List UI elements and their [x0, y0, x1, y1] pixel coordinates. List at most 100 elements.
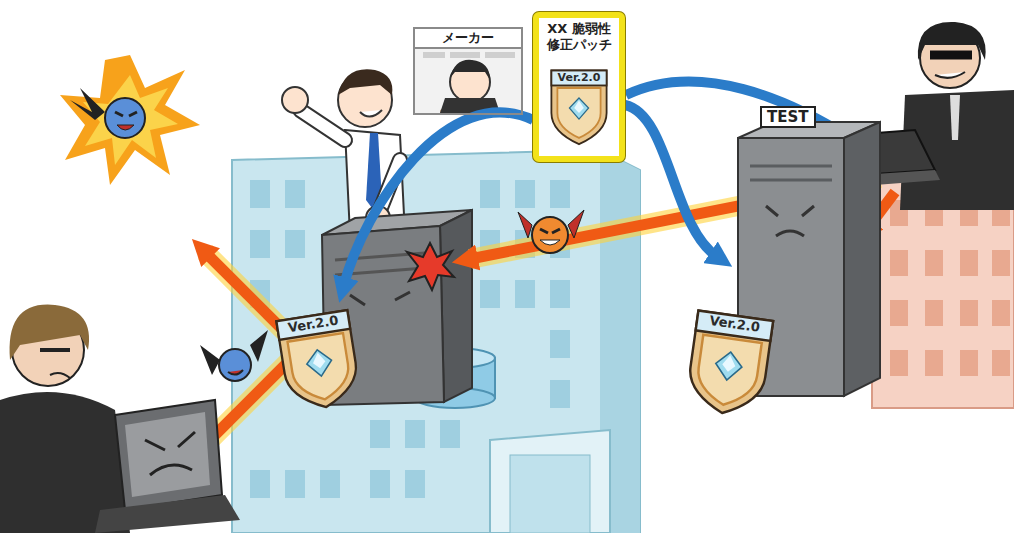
attacker-person: [930, 51, 972, 60]
user-person: [145, 432, 195, 475]
maker-person: [415, 45, 521, 113]
office-building: [510, 455, 590, 533]
shield-shape: [288, 333, 353, 404]
office-building: [285, 230, 305, 258]
office-building: [550, 330, 570, 358]
office-building: [490, 430, 610, 533]
user-person: [0, 305, 240, 533]
right-building: [960, 300, 978, 326]
devils: [532, 217, 568, 253]
office-building: [250, 230, 270, 258]
shield-shape: [312, 352, 327, 369]
patch-arrow: [344, 112, 533, 285]
right-building: [992, 250, 1010, 276]
explosion: [115, 112, 137, 116]
server-shape: [750, 166, 832, 180]
devils: [200, 210, 584, 381]
office-building: [370, 420, 390, 448]
office-building: [370, 470, 390, 498]
office-building: [550, 180, 570, 208]
admin-person: [282, 87, 308, 113]
explosion: [60, 55, 200, 185]
maker-person: [450, 60, 490, 80]
maker-person: [423, 52, 445, 58]
office-building: [250, 180, 270, 208]
explosion: [105, 98, 145, 138]
office-building: [515, 180, 535, 208]
office-building: [285, 470, 305, 498]
node-label: TEST: [760, 106, 816, 128]
shield-shape: [569, 98, 588, 119]
right-building: [890, 350, 908, 376]
attacker-person: [935, 72, 965, 78]
right-building: [992, 350, 1010, 376]
maker-person: [485, 52, 515, 58]
right-building: [925, 250, 943, 276]
office-building: [480, 280, 500, 308]
admin-person: [360, 110, 382, 117]
right-building: [960, 350, 978, 376]
patch-shield: Ver.2.0: [549, 68, 609, 146]
office-building: [550, 380, 570, 408]
devils: [540, 240, 560, 245]
right-building: [992, 300, 1010, 326]
office-building: [480, 180, 500, 208]
explosion: [117, 125, 134, 130]
patch-arrow: [625, 105, 717, 257]
admin-person: [282, 69, 405, 235]
impact-burst: [407, 243, 454, 290]
user-person: [40, 348, 70, 352]
user-person: [10, 305, 89, 360]
patch-card: XX 脆弱性 修正パッチ Ver.2.0: [533, 12, 625, 162]
office-building: [285, 180, 305, 208]
server-shape: [766, 206, 814, 236]
right-building: [925, 300, 943, 326]
explosion: [83, 75, 178, 165]
office-building: [320, 470, 340, 498]
user-person: [95, 495, 240, 533]
company-server: [440, 210, 472, 402]
right-building: [890, 300, 908, 326]
right-building: [925, 350, 943, 376]
attacker-person: [950, 95, 960, 140]
office-building: [232, 150, 640, 533]
right-building: [960, 250, 978, 276]
explosion: [70, 88, 105, 120]
node-label: メーカー: [415, 29, 521, 49]
shield-shape: [574, 100, 584, 112]
office-building: [405, 420, 425, 448]
office-building: [515, 280, 535, 308]
user-person: [115, 400, 222, 510]
attacker-person: [918, 22, 986, 60]
devils: [540, 229, 560, 233]
office-building: [440, 420, 460, 448]
devils: [219, 349, 251, 381]
admin-person: [300, 110, 345, 140]
explosion: [60, 55, 200, 185]
server-shape: [844, 122, 880, 396]
right-building: [872, 178, 1014, 408]
maker-person: [415, 45, 521, 113]
admin-person: [338, 69, 392, 95]
office-building: [550, 280, 570, 308]
shield-shape: [714, 350, 744, 382]
user-person: [125, 412, 210, 497]
office-building: [405, 470, 425, 498]
shield-shape: [721, 354, 736, 372]
shield-shape: [557, 88, 600, 138]
shield-shape: [694, 335, 762, 409]
node-label: Ver.2.0: [549, 68, 609, 83]
shield-shape: [305, 348, 334, 378]
applied-shield: Ver.2.0: [273, 307, 365, 416]
office-building: [250, 470, 270, 498]
company-server: [350, 292, 410, 305]
admin-person: [300, 110, 345, 140]
right-building: [872, 178, 1014, 408]
office-building: [232, 150, 640, 533]
right-building: [890, 250, 908, 276]
maker-person: [450, 52, 480, 58]
devils: [228, 370, 243, 375]
user-person: [50, 373, 70, 378]
node-label: XX 脆弱性 修正パッチ: [545, 21, 613, 54]
